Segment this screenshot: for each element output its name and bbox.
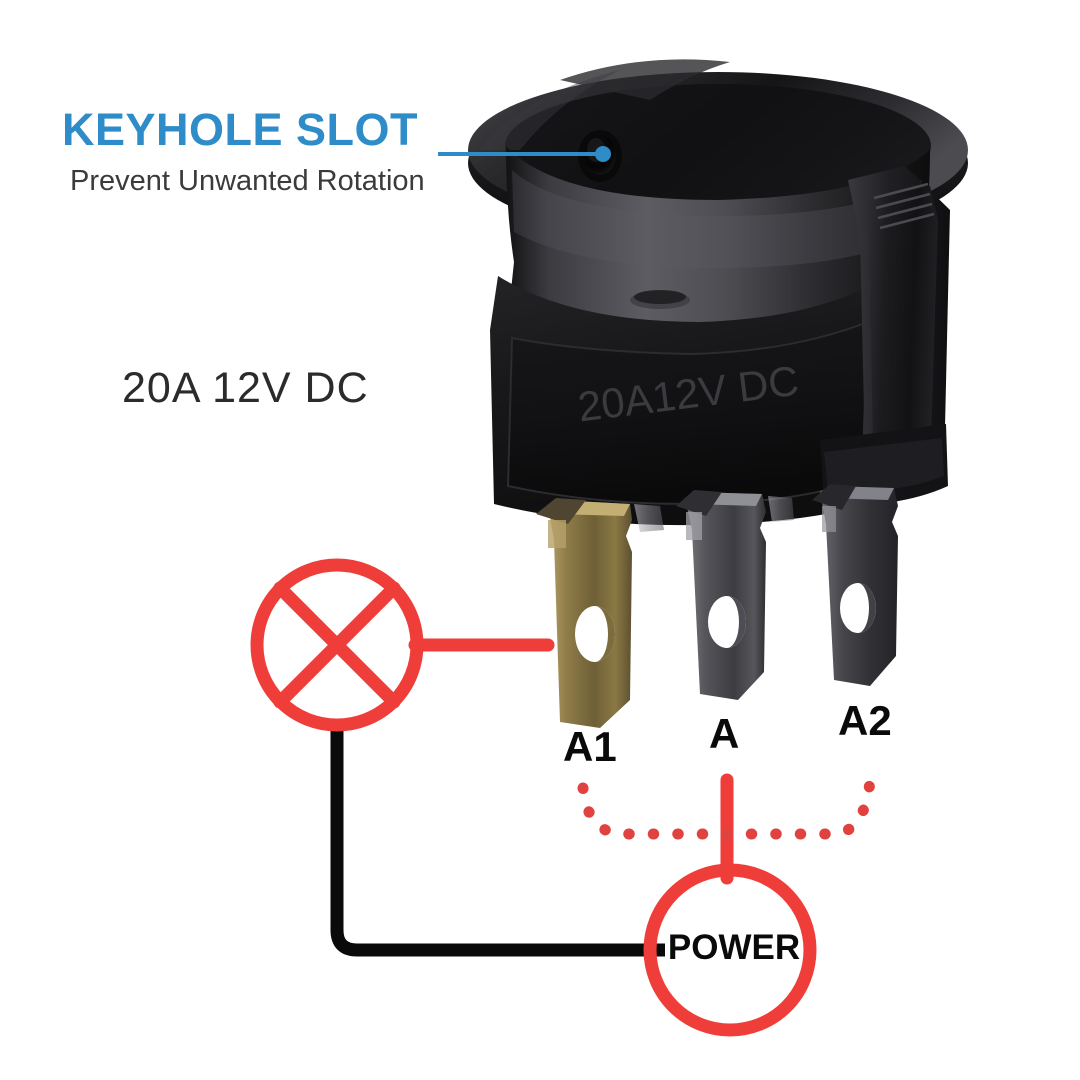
terminal-label-a1: A1 xyxy=(563,723,617,770)
power-node-label: POWER xyxy=(667,928,801,967)
keyhole-marker-dot xyxy=(595,146,611,162)
terminal-a xyxy=(676,490,766,700)
terminal-label-a2: A2 xyxy=(838,697,892,744)
terminal-label-a: A xyxy=(709,710,740,757)
switch-housing: 20A12V DC xyxy=(490,268,904,526)
power-node-circle xyxy=(643,863,817,1037)
wire-lamp-to-power xyxy=(330,727,665,957)
terminal-a1 xyxy=(536,498,632,728)
rocker-lever xyxy=(820,166,950,507)
keyhole-slot-title: KEYHOLE SLOT xyxy=(62,104,419,155)
switch-barrel xyxy=(506,130,930,324)
terminal-a2 xyxy=(812,484,898,686)
rating-spec-label: 20A 12V DC xyxy=(122,364,369,412)
keyhole-slot-subtitle: Prevent Unwanted Rotation xyxy=(70,165,425,197)
wire-a1-a2-dotted-bridge xyxy=(577,762,877,840)
terminal-clips xyxy=(634,496,794,532)
